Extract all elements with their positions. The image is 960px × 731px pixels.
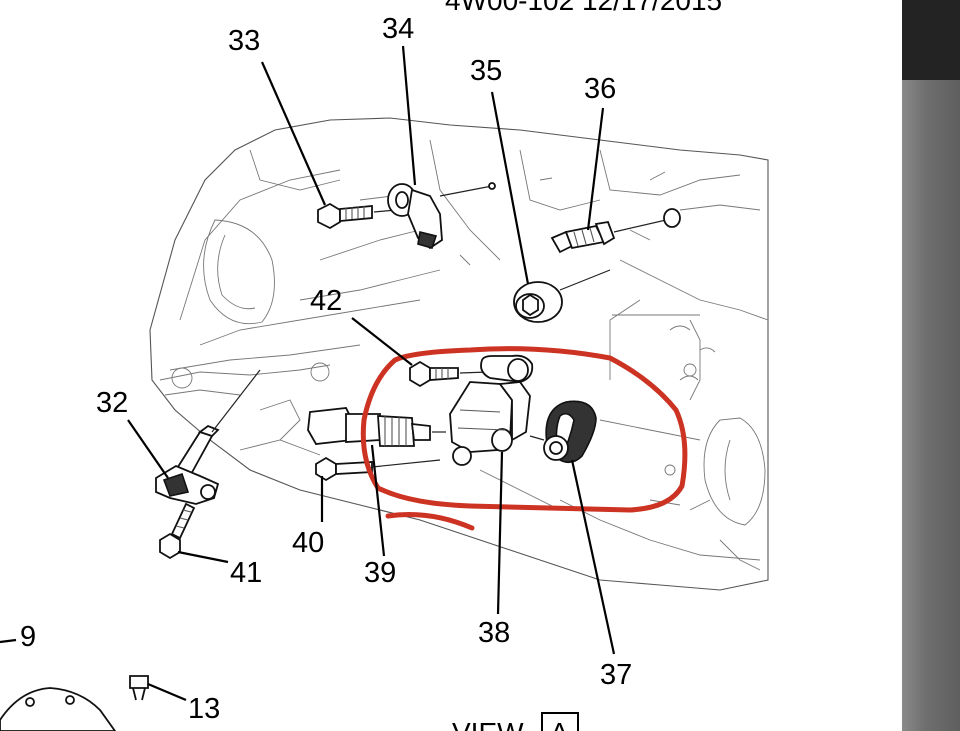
part-32-sensor — [155, 369, 261, 505]
right-edge-panel — [902, 0, 960, 731]
callout-32: 32 — [96, 387, 128, 419]
callout-13: 13 — [188, 693, 220, 725]
view-letter: A — [550, 717, 569, 731]
callout-39: 39 — [364, 557, 396, 589]
view-label-text: VIEW — [452, 717, 524, 731]
part-39-solenoid — [307, 407, 446, 447]
callout-41: 41 — [230, 557, 262, 589]
callout-numbers: 33 34 35 36 42 32 40 39 41 38 37 9 13 — [20, 13, 632, 725]
oil-pan-partial — [0, 675, 149, 731]
part-38-bracket — [449, 354, 534, 466]
leader-lines — [0, 45, 616, 702]
part-36-sensor — [550, 208, 681, 254]
callout-42: 42 — [310, 285, 342, 317]
callout-40: 40 — [292, 527, 324, 559]
diagram-header: 4W00-102 12/17/2015 — [445, 0, 722, 16]
part-37-seal — [529, 400, 597, 464]
part-40-bolt — [315, 456, 441, 482]
callout-9: 9 — [20, 621, 36, 653]
part-33-bolt — [317, 202, 397, 230]
view-letter-box — [541, 712, 579, 731]
part-42-bolt — [409, 360, 489, 388]
part-35-plug — [513, 269, 611, 323]
part-41-bolt — [159, 502, 196, 560]
engine-block-exploded-diagram: 4W00-102 12/17/2015 — [0, 0, 769, 731]
part-34-sensor — [387, 182, 496, 250]
callout-37: 37 — [600, 659, 632, 691]
red-circle-annotation — [360, 346, 688, 531]
callout-38: 38 — [478, 617, 510, 649]
view-label: VIEW A — [452, 712, 579, 731]
callout-33: 33 — [228, 25, 260, 57]
right-edge-panel-top — [902, 0, 960, 80]
engine-block-outline — [149, 117, 769, 591]
callout-35: 35 — [470, 55, 502, 87]
callout-36: 36 — [584, 73, 616, 105]
callout-34: 34 — [382, 13, 414, 45]
